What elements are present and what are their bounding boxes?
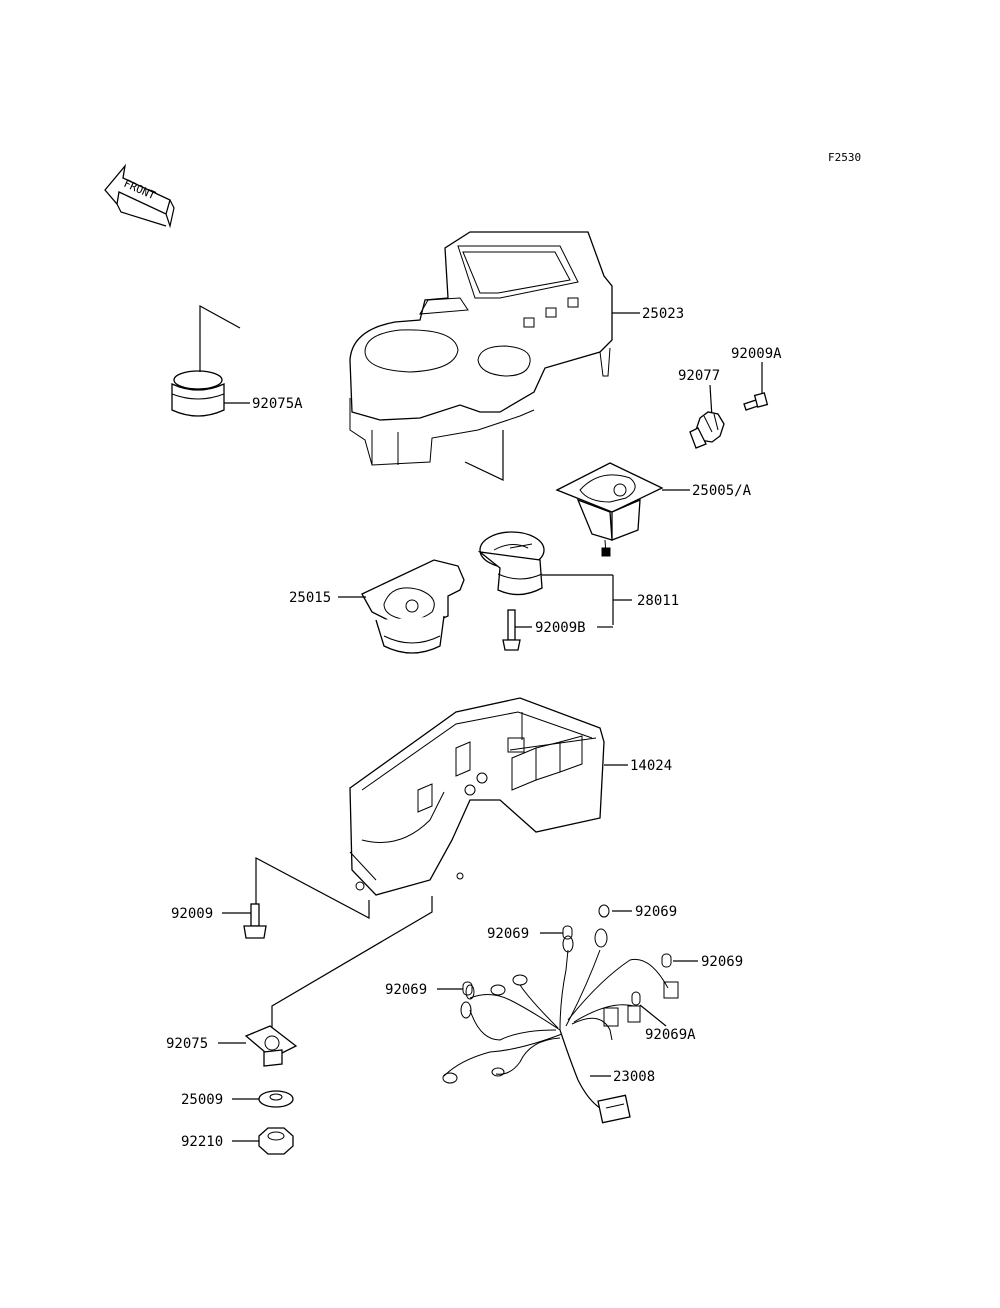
callout-92069a: 92069A <box>645 1027 696 1043</box>
callout-25009: 25009 <box>181 1092 223 1108</box>
nut <box>258 1127 294 1155</box>
upper-meter-case <box>349 231 613 466</box>
callout-92077: 92077 <box>678 368 720 384</box>
grommet-top <box>598 904 610 918</box>
callout-92009: 92009 <box>171 906 213 922</box>
front-direction-arrow: FRONT <box>104 163 175 229</box>
callout-92069-top: 92069 <box>635 904 677 920</box>
lower-meter-case <box>349 697 605 896</box>
screw-small <box>743 392 769 411</box>
washer <box>258 1090 294 1108</box>
grommet-right <box>661 953 672 968</box>
callout-25005a: 25005/A <box>692 483 752 499</box>
callout-92009a: 92009A <box>731 346 782 362</box>
callout-92210: 92210 <box>181 1134 223 1150</box>
callout-25023: 25023 <box>642 306 684 322</box>
callout-92069-left: 92069 <box>385 982 427 998</box>
fuel-gauge-unit <box>555 462 664 557</box>
callout-92069-mid-left: 92069 <box>487 926 529 942</box>
grommet-a <box>631 991 641 1006</box>
speedometer-unit <box>477 531 545 596</box>
damper-bracket <box>244 1025 298 1067</box>
screw-long <box>502 609 521 651</box>
callout-23008: 23008 <box>613 1069 655 1085</box>
callout-92009b: 92009B <box>535 620 586 636</box>
wiring-harness <box>442 928 679 1124</box>
drive-gear <box>689 411 725 449</box>
screw-mount <box>243 903 267 939</box>
grommet-left <box>462 981 473 996</box>
callout-92069-right: 92069 <box>701 954 743 970</box>
figure-code: F2530 <box>828 151 861 164</box>
indicator-cap <box>171 370 225 417</box>
callout-28011: 28011 <box>637 593 679 609</box>
tachometer-unit <box>361 559 465 654</box>
callout-92075: 92075 <box>166 1036 208 1052</box>
callout-25015: 25015 <box>289 590 331 606</box>
callout-14024: 14024 <box>630 758 672 774</box>
callout-92075a: 92075A <box>252 396 303 412</box>
